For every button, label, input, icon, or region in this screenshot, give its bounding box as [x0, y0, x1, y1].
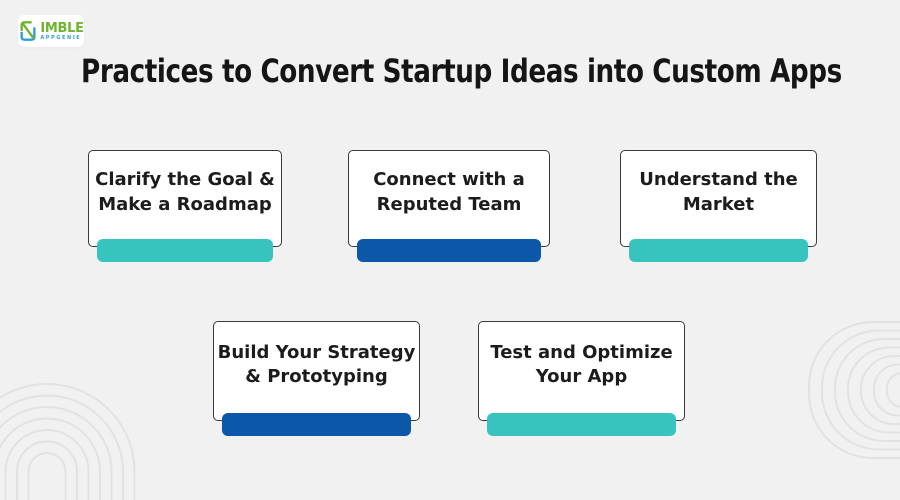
concentric-rings-decoration	[808, 321, 900, 459]
brand-name: IMBLE	[40, 20, 84, 36]
card-label: Clarify the Goal & Make a Roadmap	[95, 169, 275, 215]
card-accent-bar	[222, 413, 411, 436]
card-accent-bar	[357, 239, 541, 262]
card-label: Test and Optimize Your App	[490, 341, 673, 387]
card-label: Understand the Market	[639, 169, 798, 215]
practice-card-build-strategy: Build Your Strategy & Prototyping	[213, 321, 420, 436]
practice-card-connect-team: Connect with a Reputed Team	[348, 150, 550, 262]
brand-subname: APPGENIE	[40, 34, 82, 41]
card-label: Connect with a Reputed Team	[373, 169, 525, 215]
card-accent-bar	[487, 413, 676, 436]
brand-logo-text: IMBLE APPGENIE	[40, 20, 84, 41]
practice-card-test-optimize: Test and Optimize Your App	[478, 321, 685, 436]
page-title: Practices to Convert Startup Ideas into …	[81, 52, 842, 90]
card-accent-bar	[629, 239, 808, 262]
practice-card-clarify-goal: Clarify the Goal & Make a Roadmap	[88, 150, 282, 262]
card-label: Build Your Strategy & Prototyping	[217, 341, 416, 387]
concentric-arches-decoration	[0, 383, 136, 500]
practice-card-understand-market: Understand the Market	[620, 150, 817, 262]
brand-logo: IMBLE APPGENIE	[18, 15, 84, 47]
card-accent-bar	[97, 239, 273, 262]
nimble-phone-n-icon	[20, 21, 36, 41]
